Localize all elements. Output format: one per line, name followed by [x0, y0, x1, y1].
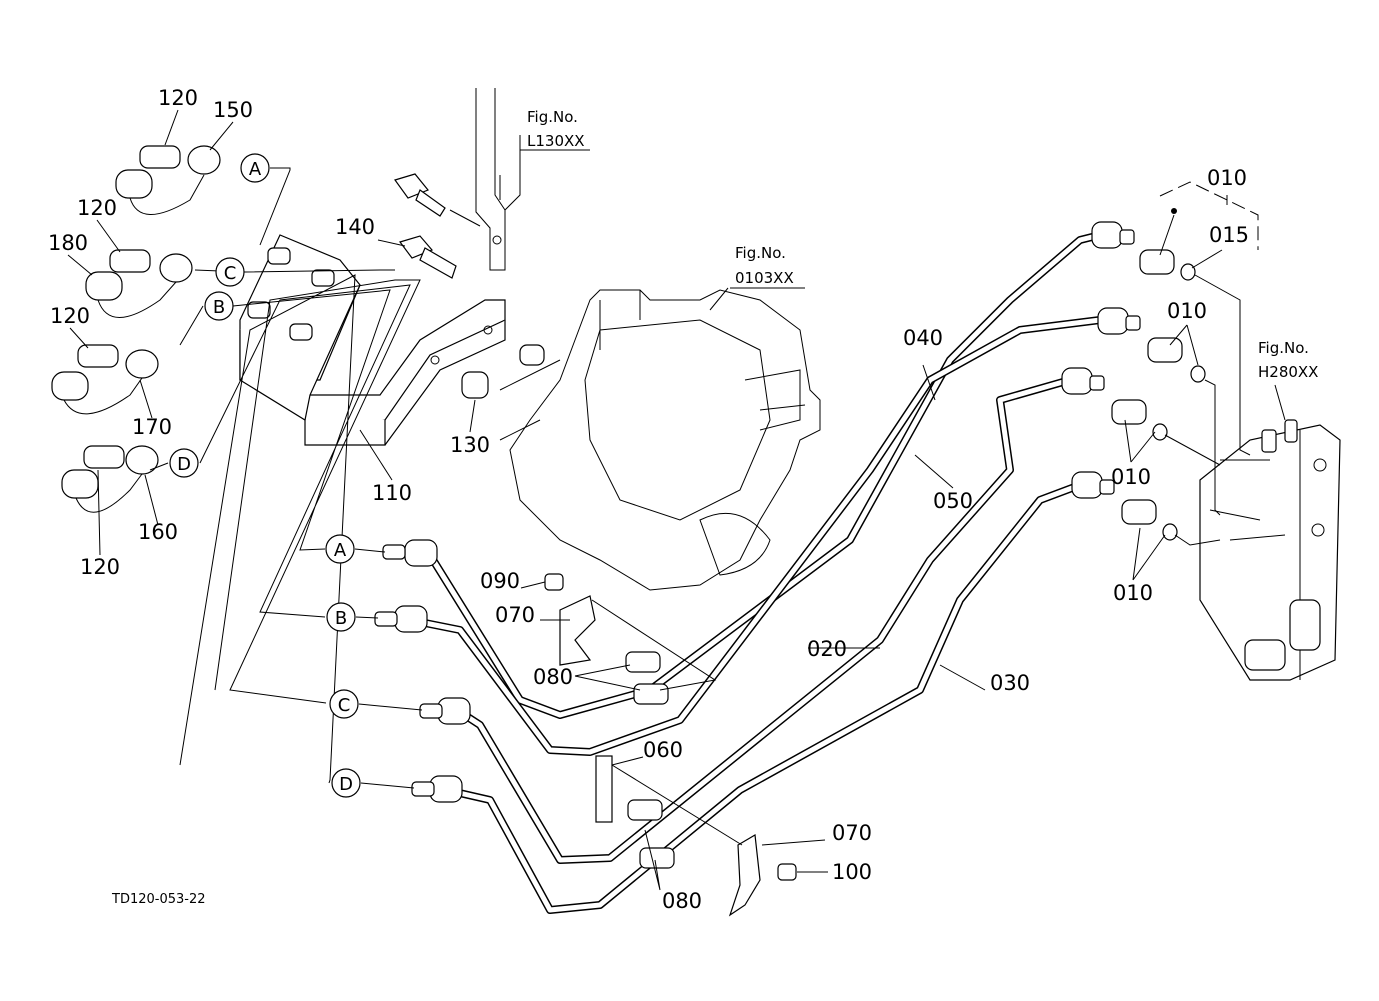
part-label: 150	[213, 98, 253, 122]
letter-A-upper: A	[240, 153, 270, 183]
part-label: 110	[372, 481, 412, 505]
svg-text:A: A	[334, 540, 347, 561]
part-label: 120	[158, 86, 198, 110]
svg-text:D: D	[177, 454, 191, 475]
part-label: 015	[1209, 223, 1249, 247]
lever-plate	[475, 88, 521, 271]
part-label: 040	[903, 326, 943, 350]
part-label: 020	[807, 637, 847, 661]
letter-B-lower: B	[326, 602, 356, 632]
svg-text:0103XX: 0103XX	[735, 269, 794, 287]
letter-D-upper: D	[169, 448, 199, 478]
clamps	[544, 573, 797, 917]
svg-text:B: B	[335, 608, 347, 629]
part-label: 120	[80, 555, 120, 579]
letter-B-upper: B	[204, 291, 234, 321]
svg-text:Fig.No.: Fig.No.	[1258, 339, 1309, 357]
leader-lines	[67, 109, 1286, 891]
part-label: 010	[1113, 581, 1153, 605]
connection-letters: A C B D A B C D	[169, 153, 361, 798]
part-label: 140	[335, 215, 375, 239]
part-label: 090	[480, 569, 520, 593]
couplers-left	[51, 145, 221, 513]
pipes	[416, 231, 1104, 914]
svg-text:D: D	[339, 774, 353, 795]
bolt-140	[394, 173, 481, 279]
part-label: 030	[990, 671, 1030, 695]
part-label: 070	[832, 821, 872, 845]
engine-housing	[499, 289, 821, 591]
spacer-130	[461, 344, 545, 399]
part-label: 010	[1207, 166, 1247, 190]
svg-text:Fig.No.: Fig.No.	[735, 244, 786, 262]
part-label: 010	[1167, 299, 1207, 323]
manifold-block	[239, 234, 361, 421]
figure-ref-H280XX: Fig.No. H280XX	[1258, 339, 1318, 381]
part-label: 170	[132, 415, 172, 439]
svg-text:A: A	[249, 159, 262, 180]
part-label: 120	[77, 196, 117, 220]
letter-C-upper: C	[215, 257, 245, 287]
svg-text:B: B	[213, 297, 225, 318]
part-label: 130	[450, 433, 490, 457]
part-label: 010	[1111, 465, 1151, 489]
part-label: 080	[533, 665, 573, 689]
svg-text:Fig.No.: Fig.No.	[527, 108, 578, 126]
figure-ref-0103XX: Fig.No. 0103XX	[735, 244, 794, 287]
part-label: 060	[643, 738, 683, 762]
kit-marker-dot	[1171, 208, 1177, 214]
part-label: 120	[50, 304, 90, 328]
part-label: 080	[662, 889, 702, 913]
bracket-110	[303, 299, 506, 446]
control-valve	[1199, 419, 1341, 681]
svg-text:C: C	[338, 695, 351, 716]
part-label: 100	[832, 860, 872, 884]
pipe-fittings	[374, 221, 1206, 803]
part-label: 160	[138, 520, 178, 544]
letter-C-lower: C	[329, 689, 359, 719]
svg-text:C: C	[224, 263, 237, 284]
part-label: 070	[495, 603, 535, 627]
part-labels: 120 150 120 180 120 170 120 160 140 110 …	[48, 86, 1249, 913]
svg-text:H280XX: H280XX	[1258, 363, 1318, 381]
part-label: 050	[933, 489, 973, 513]
letter-D-lower: D	[331, 768, 361, 798]
figure-ref-L130XX: Fig.No. L130XX	[527, 108, 585, 150]
svg-text:L130XX: L130XX	[527, 132, 585, 150]
kit-bracket-010	[1159, 181, 1259, 250]
letter-A-lower: A	[325, 534, 355, 564]
part-label: 180	[48, 231, 88, 255]
document-id: TD120-053-22	[111, 892, 206, 907]
